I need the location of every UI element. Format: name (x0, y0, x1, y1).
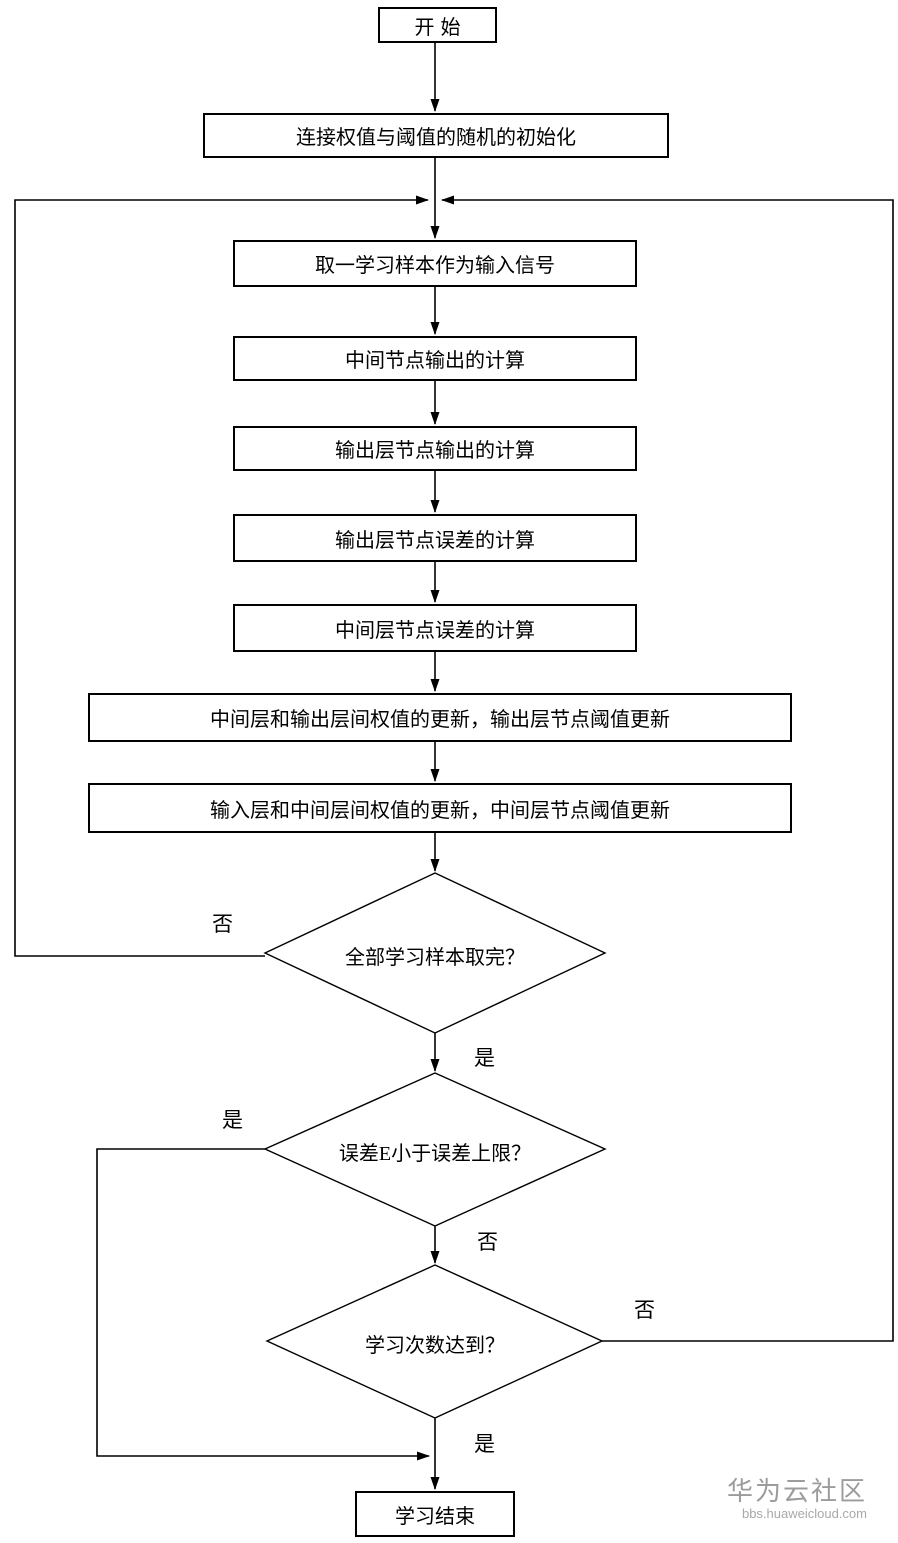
branch-label-all-samples-no: 否 (212, 912, 233, 936)
node-hidden-layer-error-calc: 中间层节点误差的计算 (233, 604, 637, 652)
node-end: 学习结束 (355, 1491, 515, 1537)
node-output-layer-error-calc: 输出层节点误差的计算 (233, 514, 637, 562)
loop-decision1-no-left (14, 195, 429, 957)
node-take-sample: 取一学习样本作为输入信号 (233, 240, 637, 287)
watermark: 华为云社区 bbs.huaweicloud.com (726, 1476, 867, 1522)
node-start: 开始 (378, 7, 497, 43)
branch-label-iterations-yes: 是 (474, 1432, 495, 1456)
node-output-layer-output-calc: 输出层节点输出的计算 (233, 426, 637, 471)
node-update-input-hidden-weights: 输入层和中间层间权值的更新，中间层节点阈值更新 (88, 783, 792, 833)
branch-label-error-yes: 是 (222, 1108, 243, 1132)
decision-iterations-reached-label: 学习次数达到？ (365, 1335, 505, 1357)
branch-label-all-samples-yes: 是 (474, 1046, 495, 1070)
watermark-brand: 华为云社区 (726, 1476, 867, 1506)
node-init-weights-thresholds: 连接权值与阈值的随机的初始化 (203, 113, 669, 158)
decision-all-samples-taken-label: 全部学习样本取完？ (345, 947, 525, 969)
decision-all-samples-taken-shape (263, 872, 607, 1034)
node-hidden-node-output-calc: 中间节点输出的计算 (233, 336, 637, 381)
branch-label-iterations-no: 否 (634, 1298, 655, 1322)
decision-error-below-limit-label: 误差E小于误差上限？ (338, 1143, 532, 1165)
decision-iterations-reached-shape (265, 1264, 604, 1419)
decision-error-below-limit-shape (263, 1072, 607, 1227)
path-decision2-yes-left (96, 1148, 430, 1461)
watermark-url: bbs.huaweicloud.com (741, 1505, 867, 1521)
loop-decision3-no-right (441, 195, 894, 1342)
node-update-hidden-output-weights: 中间层和输出层间权值的更新，输出层节点阈值更新 (88, 693, 792, 742)
branch-label-error-no: 否 (477, 1230, 498, 1254)
